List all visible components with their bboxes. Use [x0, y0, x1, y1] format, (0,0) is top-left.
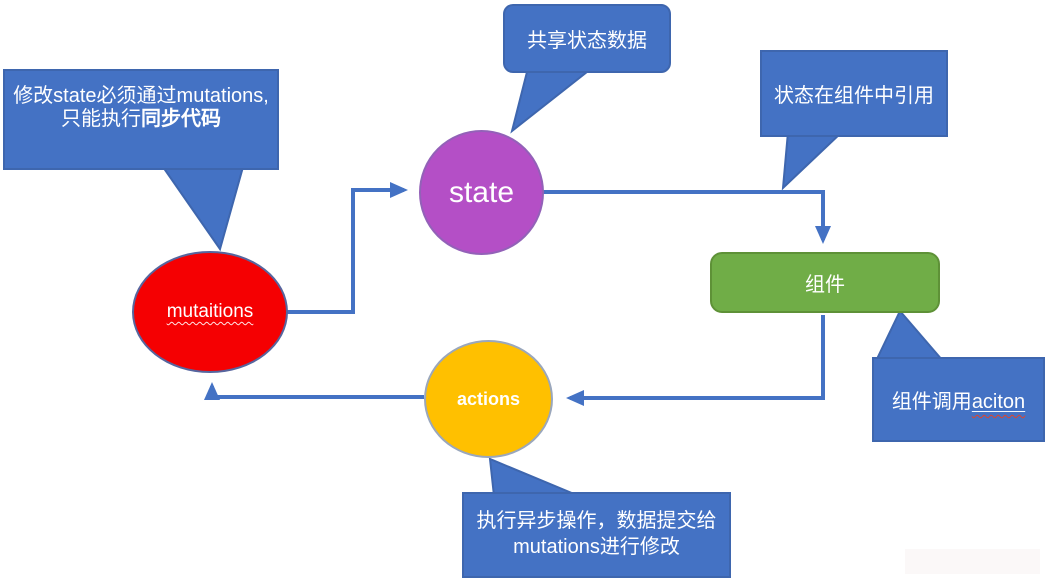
- callout-shared-state: 共享状态数据: [503, 4, 671, 73]
- callout-async-note: 执行异步操作，数据提交给 mutations进行修改: [462, 492, 731, 578]
- node-component-label: 组件: [805, 274, 845, 296]
- callout-mutations-rule-line2: 只能执行同步代码: [61, 108, 221, 130]
- tail-mutations-rule: [161, 166, 245, 252]
- callout-tails: [161, 67, 946, 497]
- tail-shared-state: [510, 67, 595, 134]
- arrow-state-to-component: [543, 190, 831, 244]
- tail-state-in-component: [781, 131, 845, 191]
- arrow-actions-to-mutations: [204, 382, 424, 400]
- tail-async-note: [488, 457, 580, 497]
- tail-component-calls-action: [874, 309, 946, 362]
- node-mutations-label: mutaitions: [166, 301, 254, 322]
- callout-async-note-line1: 执行异步操作，数据提交给: [476, 510, 717, 532]
- faint-watermark: [905, 549, 1040, 574]
- arrow-mutations-to-state: [286, 182, 408, 314]
- callout-shared-state-text: 共享状态数据: [527, 30, 647, 52]
- node-actions: actions: [424, 340, 553, 458]
- node-state-label: state: [448, 175, 515, 209]
- arrow-component-to-actions: [566, 315, 825, 406]
- callout-mutations-rule-line1: 修改state必须通过mutations,: [13, 85, 269, 107]
- callout-state-in-component: 状态在组件中引用: [760, 50, 948, 137]
- node-mutations: mutaitions: [132, 251, 288, 373]
- node-actions-label: actions: [456, 388, 521, 409]
- callout-state-in-component-text: 状态在组件中引用: [774, 85, 934, 107]
- callout-async-note-line2: mutations进行修改: [513, 536, 680, 558]
- flow-arrows: [204, 182, 831, 406]
- node-state: state: [419, 130, 544, 255]
- callout-component-calls-action-text: 组件调用aciton: [891, 391, 1026, 413]
- callout-mutations-rule: 修改state必须通过mutations, 只能执行同步代码: [3, 69, 279, 170]
- node-component: 组件: [710, 252, 940, 313]
- callout-component-calls-action: 组件调用aciton: [872, 357, 1045, 442]
